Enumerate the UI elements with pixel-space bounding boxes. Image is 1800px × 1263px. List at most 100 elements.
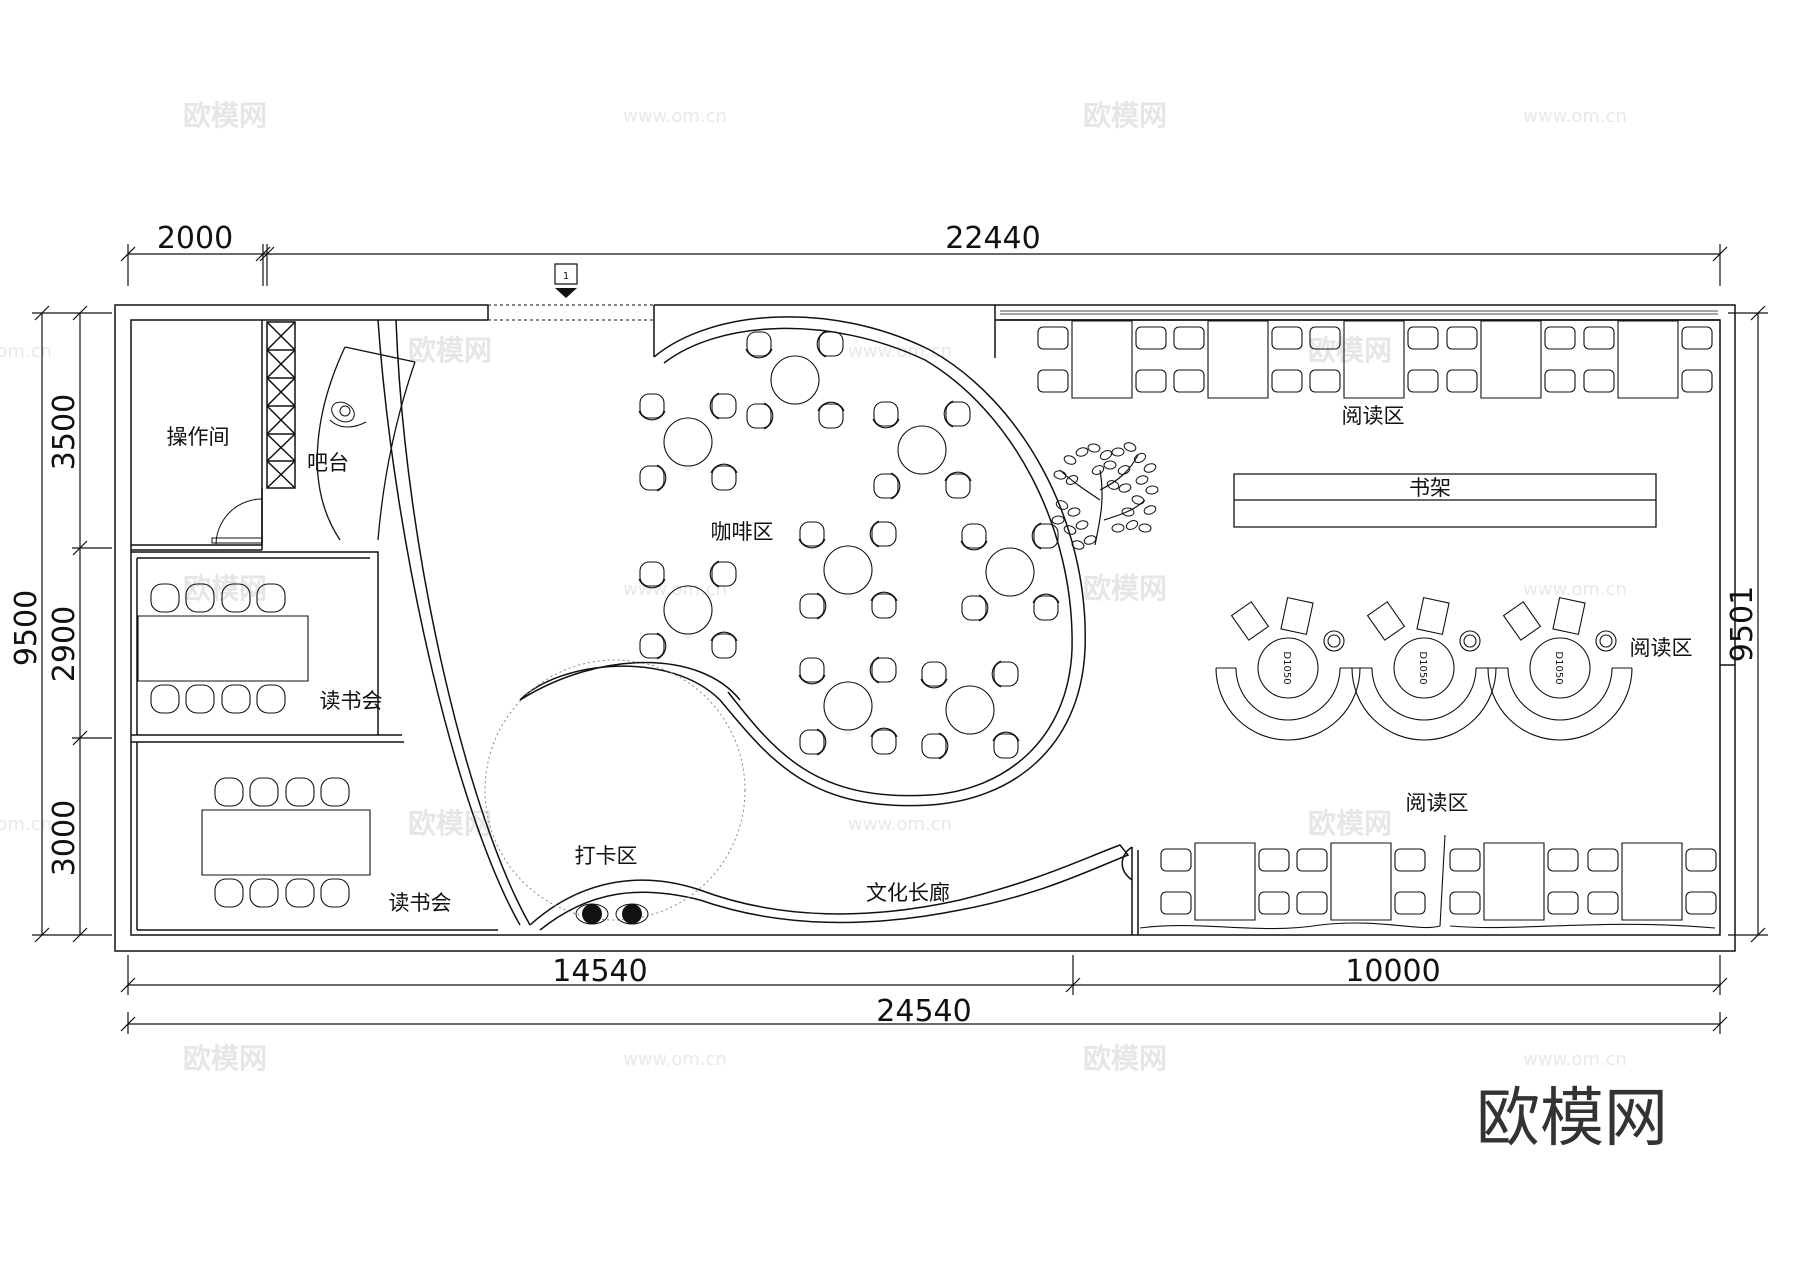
round-table bbox=[771, 356, 819, 404]
tree-leaf bbox=[1104, 461, 1116, 469]
chair bbox=[250, 879, 278, 907]
watermark-url: www.om.cn bbox=[0, 341, 52, 362]
chair bbox=[874, 474, 898, 498]
chair-back bbox=[939, 733, 948, 759]
book-club-table-group bbox=[138, 584, 370, 907]
chair-back bbox=[817, 593, 826, 619]
chair bbox=[1034, 596, 1058, 620]
chair-back bbox=[870, 521, 879, 547]
label-reading-area-mid: 阅读区 bbox=[1630, 636, 1693, 660]
chair bbox=[321, 778, 349, 806]
chair bbox=[1588, 849, 1618, 871]
chair bbox=[257, 584, 285, 612]
coffee-table-group bbox=[639, 331, 1059, 759]
chair bbox=[946, 474, 970, 498]
chair bbox=[872, 658, 896, 682]
chair-back bbox=[873, 419, 899, 428]
tree-leaf bbox=[1075, 447, 1089, 458]
tree-leaf bbox=[1083, 534, 1097, 546]
chair-back bbox=[639, 579, 665, 588]
chair-back bbox=[961, 541, 987, 550]
chair bbox=[1038, 327, 1068, 349]
chair bbox=[712, 634, 736, 658]
tree-leaf bbox=[1131, 495, 1145, 506]
label-culture-corridor: 文化长廊 bbox=[866, 881, 950, 905]
chair-back bbox=[993, 732, 1019, 741]
round-table bbox=[1394, 638, 1454, 698]
chair bbox=[922, 734, 946, 758]
coffee-table bbox=[799, 521, 897, 619]
round-table bbox=[946, 686, 994, 734]
reading-table bbox=[1297, 843, 1425, 920]
chair-back bbox=[979, 595, 988, 621]
chair-back bbox=[710, 393, 719, 419]
coffee-table bbox=[799, 657, 897, 755]
chair-back bbox=[711, 464, 737, 473]
tree-leaf bbox=[1143, 462, 1157, 474]
chair bbox=[1161, 892, 1191, 914]
sofa-outer bbox=[1352, 668, 1496, 740]
chair bbox=[800, 658, 824, 682]
chair-back bbox=[817, 729, 826, 755]
chair bbox=[1038, 370, 1068, 392]
chair-back bbox=[764, 403, 773, 429]
brand-watermark: 欧模网 bbox=[1476, 1082, 1668, 1156]
sofa-outer bbox=[1216, 668, 1360, 740]
tree-leaf bbox=[1143, 504, 1157, 516]
tree-leaf bbox=[1063, 454, 1077, 466]
chair-back bbox=[871, 728, 897, 737]
watermark-text: 欧模网 bbox=[183, 99, 267, 132]
chair bbox=[747, 332, 771, 356]
chair bbox=[222, 685, 250, 713]
chair bbox=[257, 685, 285, 713]
chair bbox=[1259, 849, 1289, 871]
tree-leaf bbox=[1091, 464, 1105, 476]
bookshelf bbox=[1234, 474, 1656, 527]
chair bbox=[1297, 892, 1327, 914]
chair bbox=[1310, 370, 1340, 392]
chair bbox=[222, 584, 250, 612]
chair bbox=[1259, 892, 1289, 914]
watermark-url: www.om.cn bbox=[848, 814, 952, 835]
watermark-url: www.om.cn bbox=[848, 341, 952, 362]
chair bbox=[250, 778, 278, 806]
chair bbox=[874, 402, 898, 426]
coffee-table bbox=[961, 523, 1059, 621]
chair bbox=[962, 524, 986, 548]
chair bbox=[1408, 370, 1438, 392]
reading-table bbox=[1174, 321, 1302, 398]
label-bar-counter: 吧台 bbox=[307, 451, 349, 475]
table-top bbox=[138, 616, 308, 681]
tree-leaf bbox=[1139, 523, 1152, 532]
watermark-text: 欧模网 bbox=[408, 807, 492, 840]
chair bbox=[151, 584, 179, 612]
lounge-chair bbox=[1232, 602, 1269, 640]
tree-leaf bbox=[1063, 524, 1077, 536]
chair-back bbox=[891, 473, 900, 499]
dim-right-total: 9501 bbox=[1725, 586, 1760, 662]
reading-table bbox=[1447, 321, 1575, 398]
watermark-text: 欧模网 bbox=[183, 1042, 267, 1075]
watermark-text: 欧模网 bbox=[183, 572, 267, 605]
chair bbox=[321, 879, 349, 907]
round-reading-table: D1050 bbox=[1488, 598, 1632, 740]
sofa-inner bbox=[1236, 668, 1340, 720]
chair bbox=[1310, 327, 1340, 349]
chair bbox=[1297, 849, 1327, 871]
table-top bbox=[1344, 321, 1404, 398]
chair bbox=[1588, 892, 1618, 914]
watermark-url: www.om.cn bbox=[1523, 579, 1627, 600]
dim-left-total: 9500 bbox=[9, 590, 44, 666]
book-club-table bbox=[202, 778, 370, 907]
table-top bbox=[1622, 843, 1682, 920]
chair bbox=[1174, 370, 1204, 392]
chair bbox=[747, 404, 771, 428]
label-checkin-area: 打卡区 bbox=[575, 844, 638, 868]
chair bbox=[640, 634, 664, 658]
dim-bottom-left: 14540 bbox=[552, 954, 647, 989]
reading-table bbox=[1588, 843, 1716, 920]
watermark-text: 欧模网 bbox=[1083, 572, 1167, 605]
chair bbox=[151, 685, 179, 713]
